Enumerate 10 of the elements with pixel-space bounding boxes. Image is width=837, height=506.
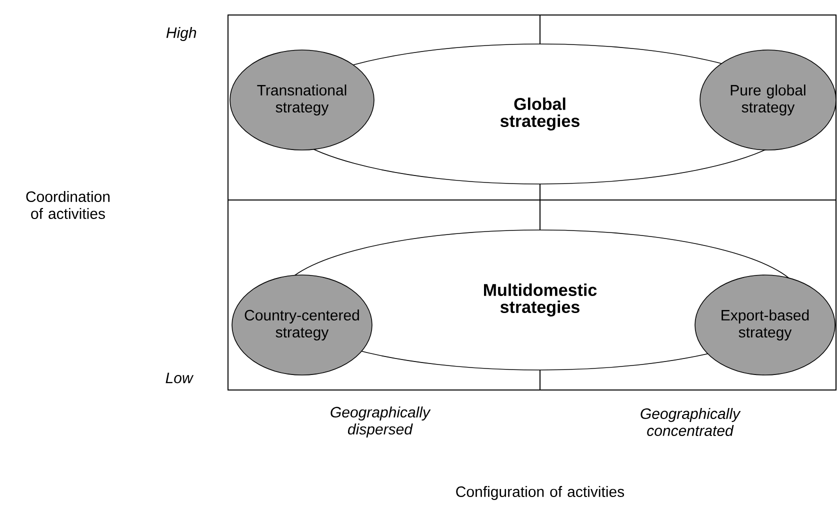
axis-title: Configuration of activities: [456, 486, 624, 500]
strategy-oval: Transnational strategy: [230, 50, 374, 150]
axis-value-label: Geographically concentrated: [640, 408, 741, 436]
strategy-oval: Export-based strategy: [694, 274, 836, 376]
axis-value-label: Geographically dispersed: [330, 406, 431, 438]
strategy-oval: Pure global strategy: [700, 50, 836, 150]
axis-value-label: Low: [166, 372, 194, 384]
axis-value-label: High: [166, 27, 196, 41]
strategy-oval: Country-centered strategy: [232, 274, 372, 376]
axis-title: Coordination of activities: [26, 191, 110, 219]
